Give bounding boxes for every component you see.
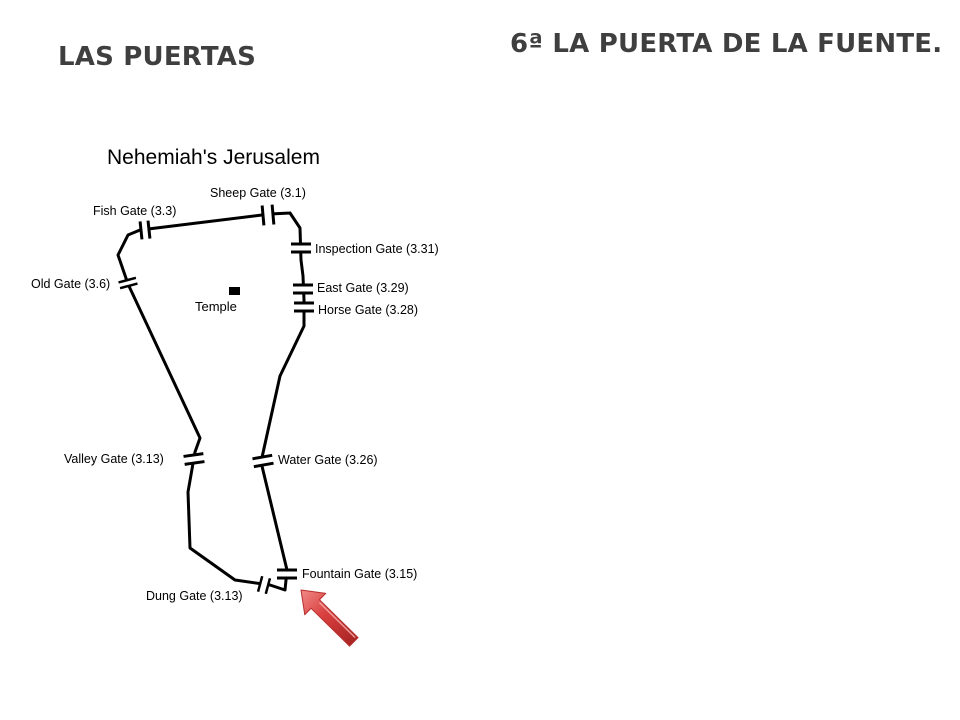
temple-label: Temple xyxy=(195,299,237,314)
highlight-arrow xyxy=(300,589,359,647)
gate-label-dung: Dung Gate (3.13) xyxy=(146,589,243,603)
gate-marker-dung xyxy=(256,575,272,595)
gate-label-fish: Fish Gate (3.3) xyxy=(93,204,176,218)
gate-label-water: Water Gate (3.26) xyxy=(278,453,378,467)
gate-marker-east xyxy=(293,283,313,295)
gate-label-horse: Horse Gate (3.28) xyxy=(318,303,418,317)
gate-marker-fountain xyxy=(277,568,297,580)
gate-marker-water xyxy=(252,453,274,469)
city-wall xyxy=(116,211,306,592)
gate-label-valley: Valley Gate (3.13) xyxy=(64,452,164,466)
gate-label-fountain: Fountain Gate (3.15) xyxy=(302,567,417,581)
gate-marker-valley xyxy=(183,452,205,466)
slide-title-left: LAS PUERTAS xyxy=(58,42,257,72)
gate-marker-sheep xyxy=(260,204,276,226)
slide-title-right: 6ª LA PUERTA DE LA FUENTE. xyxy=(510,29,943,59)
gate-label-sheep: Sheep Gate (3.1) xyxy=(210,186,306,200)
gate-label-inspection: Inspection Gate (3.31) xyxy=(315,242,439,256)
temple-marker xyxy=(229,287,240,295)
gate-marker-inspection xyxy=(291,242,311,254)
gate-marker-fish xyxy=(138,220,152,240)
gate-marker-old xyxy=(118,276,138,290)
gate-label-east: East Gate (3.29) xyxy=(317,281,409,295)
map-title: Nehemiah's Jerusalem xyxy=(107,146,320,169)
gate-marker-horse xyxy=(294,301,314,313)
gate-label-old: Old Gate (3.6) xyxy=(31,277,110,291)
